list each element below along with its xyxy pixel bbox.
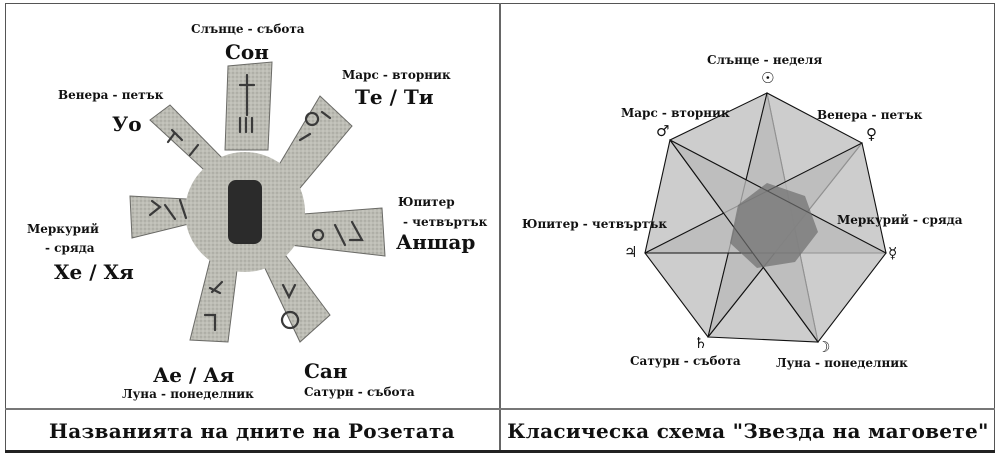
star-center-overlap — [730, 183, 818, 268]
saturn-symbol-icon: ♄ — [694, 334, 708, 352]
rosette-label-venus-planet-day: Венера - петък — [58, 88, 164, 102]
sun-symbol-icon: ☉ — [761, 69, 775, 87]
star-label-saturn: Сатурн - събота — [630, 354, 741, 368]
panel-divider — [499, 3, 501, 452]
rosette-label-mercury-day: - сряда — [45, 241, 95, 255]
caption-divider — [5, 408, 995, 410]
rosette-label-venus-name: Уо — [112, 112, 142, 136]
venus-symbol-icon: ♀ — [866, 125, 877, 143]
star-label-mars: Марс - вторник — [621, 106, 730, 120]
rosette-label-sun-planet-day: Слънце - събота — [191, 22, 305, 36]
rosette-label-jupiter-name: Аншар — [396, 230, 476, 254]
moon-symbol-icon: ☽ — [817, 338, 831, 356]
star-label-venus: Венера - петък — [817, 108, 923, 122]
rosette-label-mars-planet-day: Марс - вторник — [342, 68, 451, 82]
rosette-label-sun-name: Сон — [225, 40, 269, 64]
rosette-label-mars-name: Те / Ти — [355, 85, 434, 109]
rosette-center-hole — [228, 180, 262, 244]
rosette-label-mercury-name: Хе / Хя — [54, 260, 134, 284]
mars-symbol-icon: ♂ — [656, 122, 670, 140]
rosette-image — [129, 61, 386, 343]
star-label-mercury: Меркурий - сряда — [837, 213, 963, 227]
star-label-moon: Луна - понеделник — [776, 356, 908, 370]
rosette-label-jupiter-day: - четвъртък — [403, 215, 488, 229]
rosette-label-saturn-name: Сан — [304, 359, 348, 383]
left-caption: Названията на дните на Розетата — [49, 419, 455, 443]
rosette-label-saturn-planet-day: Сатурн - събота — [304, 385, 415, 399]
star-label-jupiter: Юпитер - четвъртък — [522, 217, 668, 231]
jupiter-symbol-icon: ♃ — [624, 243, 638, 261]
frame-bottom-edge — [5, 450, 995, 453]
mercury-symbol-icon: ☿ — [888, 244, 898, 262]
rosette-label-mercury-planet: Меркурий — [27, 222, 99, 236]
rosette-label-jupiter-planet: Юпитер — [398, 195, 455, 209]
rosette-label-moon-name: Ае / Ая — [153, 363, 235, 387]
rosette-spoke-sun — [224, 61, 273, 151]
rosette-label-moon-planet-day: Луна - понеделник — [122, 387, 254, 401]
right-caption: Класическа схема "Звезда на маговете" — [507, 419, 989, 443]
star-label-sun: Слънце - неделя — [707, 53, 823, 67]
heptagram-diagram — [644, 92, 887, 343]
